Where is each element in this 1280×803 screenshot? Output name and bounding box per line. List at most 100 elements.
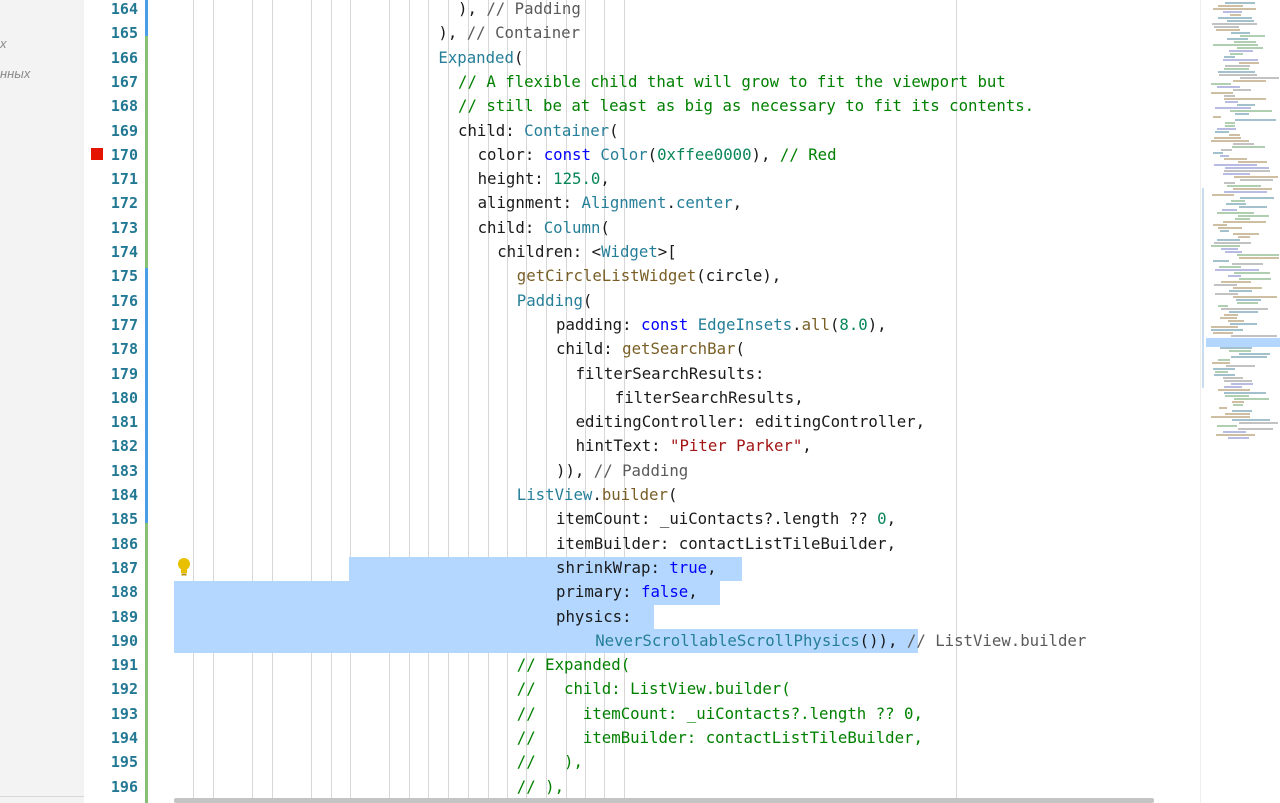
code-line[interactable]: hintText: "Piter Parker", — [576, 434, 812, 458]
explorer-item[interactable]: нных — [0, 66, 31, 81]
line-number[interactable]: 192 — [110, 680, 138, 699]
code-token: physics: — [556, 606, 632, 626]
code-token: , — [802, 436, 812, 456]
code-token: // child: ListView.builder( — [516, 679, 791, 699]
code-line[interactable]: getCircleListWidget(circle), — [517, 264, 781, 288]
line-number[interactable]: 170 — [110, 145, 138, 164]
code-line[interactable]: alignment: Alignment.center, — [478, 191, 743, 215]
line-number[interactable]: 187 — [110, 558, 138, 577]
selection-highlight — [174, 581, 720, 605]
code-token: ListView — [516, 485, 593, 504]
code-line[interactable]: // ), — [517, 775, 564, 799]
line-number[interactable]: 195 — [110, 753, 138, 772]
code-line[interactable]: // ), — [517, 750, 583, 774]
line-number[interactable]: 196 — [110, 777, 138, 796]
code-line[interactable]: padding: const EdgeInsets.all(8.0), — [556, 313, 887, 337]
line-number[interactable]: 172 — [110, 194, 138, 213]
code-token: color: — [477, 144, 544, 164]
code-token: true — [669, 557, 708, 577]
minimap[interactable] — [1200, 0, 1280, 803]
line-number[interactable]: 174 — [110, 243, 138, 261]
indent-guide — [468, 0, 469, 803]
code-line[interactable]: ListView.builder( — [517, 483, 678, 507]
code-line[interactable]: filterSearchResults, — [615, 386, 804, 410]
line-number[interactable]: 171 — [110, 170, 138, 189]
line-number[interactable]: 184 — [110, 486, 138, 504]
code-line[interactable]: // itemCount: _uiContacts?.length ?? 0, — [517, 702, 923, 726]
line-number[interactable]: 183 — [110, 461, 138, 480]
code-line[interactable]: child: Container( — [458, 119, 619, 143]
line-number[interactable]: 169 — [110, 121, 138, 140]
code-line[interactable]: // still be at least as big as necessary… — [458, 94, 1034, 118]
code-line[interactable]: ), // Container — [438, 21, 580, 45]
code-line[interactable]: // A flexible child that will grow to fi… — [458, 70, 1006, 94]
line-number[interactable]: 179 — [110, 364, 138, 383]
lightbulb-icon[interactable] — [177, 557, 191, 577]
horizontal-scrollbar[interactable] — [174, 798, 1154, 803]
code-token: // itemBuilder: contactListTileBuilder, — [516, 728, 923, 747]
breakpoint-marker[interactable] — [91, 148, 103, 160]
code-line[interactable]: filterSearchResults: — [576, 362, 765, 386]
code-line[interactable]: Expanded( — [438, 46, 523, 70]
code-line[interactable]: child: getSearchBar( — [556, 337, 745, 361]
line-number[interactable]: 177 — [110, 315, 138, 334]
code-token: child: — [458, 120, 525, 140]
code-line[interactable]: Padding( — [517, 289, 593, 313]
line-number[interactable]: 185 — [110, 510, 138, 529]
code-line[interactable]: color: const Color(0xffee0000), // Red — [478, 143, 837, 167]
code-line[interactable]: child: Column( — [478, 216, 610, 240]
line-number[interactable]: 193 — [110, 704, 138, 723]
code-line[interactable]: shrinkWrap: true, — [556, 556, 717, 580]
code-line[interactable]: NeverScrollableScrollPhysics()), // List… — [595, 629, 1086, 653]
code-line[interactable]: editingController: editingController, — [576, 410, 925, 434]
line-number[interactable]: 167 — [110, 72, 138, 91]
line-number[interactable]: 181 — [110, 413, 138, 432]
code-line[interactable]: itemBuilder: contactListTileBuilder, — [556, 532, 896, 556]
indent-guide — [350, 0, 351, 803]
line-number[interactable]: 168 — [110, 97, 138, 116]
code-line[interactable]: // Expanded( — [517, 653, 630, 677]
code-token: ), — [751, 144, 780, 164]
line-number[interactable]: 191 — [110, 656, 138, 675]
line-number-gutter[interactable]: 164 165 166 167 168 169 170 171 172 173 174 175 176 1… — [84, 0, 148, 803]
change-indicator-modified[interactable] — [145, 268, 148, 523]
minimap-change-bar — [1202, 188, 1204, 388]
code-token: . — [792, 314, 802, 334]
line-number[interactable]: 176 — [110, 291, 138, 310]
change-indicator-modified[interactable] — [145, 0, 148, 36]
line-number[interactable]: 194 — [110, 729, 138, 747]
line-number[interactable]: 166 — [110, 48, 138, 67]
code-token: const — [543, 144, 601, 164]
code-line[interactable]: ), // Padding — [458, 0, 581, 21]
code-line[interactable]: height: 125.0, — [478, 167, 610, 191]
line-number[interactable]: 178 — [110, 340, 138, 359]
code-line[interactable]: primary: false, — [556, 580, 698, 604]
line-number[interactable]: 182 — [110, 437, 138, 456]
line-number[interactable]: 175 — [110, 267, 138, 286]
code-line[interactable]: )), // Padding — [556, 459, 688, 483]
code-token: , — [707, 557, 717, 577]
line-number[interactable]: 164 — [110, 0, 138, 18]
code-token: // A flexible child that will grow to fi… — [458, 71, 1006, 91]
line-number[interactable]: 189 — [110, 607, 138, 626]
code-token: EdgeInsets — [697, 314, 793, 334]
line-number[interactable]: 188 — [110, 583, 138, 602]
line-number[interactable]: 190 — [110, 631, 138, 650]
line-number[interactable]: 186 — [110, 534, 138, 553]
code-line[interactable]: // child: ListView.builder( — [517, 677, 791, 701]
code-token: ( — [667, 485, 678, 504]
explorer-item[interactable]: х — [0, 36, 7, 51]
divider — [0, 796, 84, 797]
code-line[interactable]: itemCount: _uiContacts?.length ?? 0, — [556, 507, 896, 531]
line-number[interactable]: 180 — [110, 388, 138, 407]
code-token: // ), — [516, 776, 565, 796]
line-number[interactable]: 165 — [110, 24, 138, 43]
code-token: height: — [477, 169, 554, 189]
code-line[interactable]: physics: — [556, 605, 632, 629]
code-line[interactable]: // itemBuilder: contactListTileBuilder, — [517, 726, 923, 750]
code-token: itemBuilder: contactListTileBuilder, — [556, 533, 897, 553]
line-number[interactable]: 173 — [110, 218, 138, 237]
explorer-sidebar: х нных — [0, 0, 85, 803]
code-line[interactable]: children: <Widget>[ — [497, 240, 676, 264]
